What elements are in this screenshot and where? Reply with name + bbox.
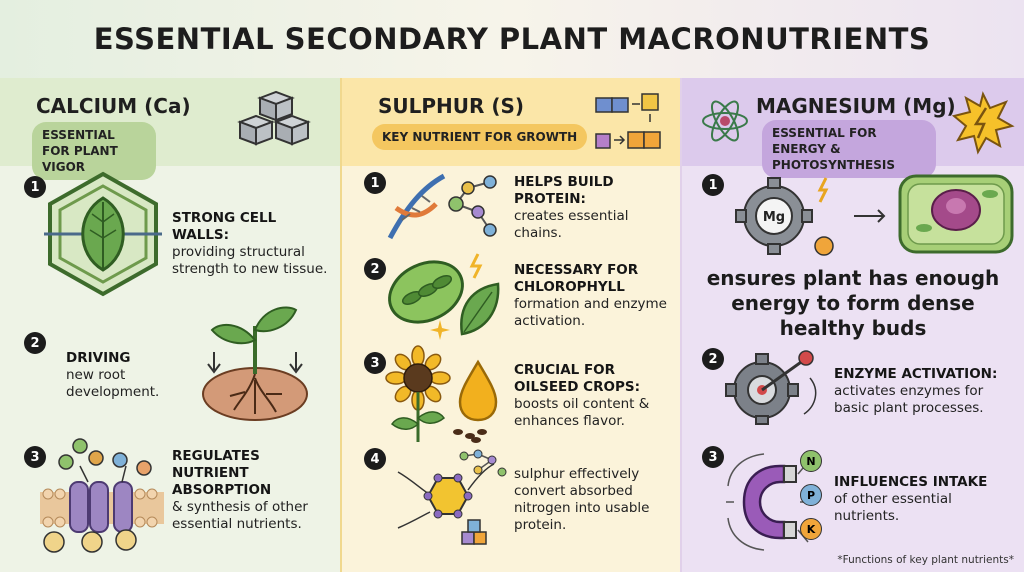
sulphur-column: SULPHUR (S) KEY NUTRIENT FOR GROWTH 1 HE… xyxy=(340,78,682,572)
footnote: *Functions of key plant nutrients* xyxy=(837,554,1014,566)
energy-burst-icon xyxy=(951,91,1015,155)
calcium-item-2-heading: DRIVING xyxy=(66,350,131,366)
sulphur-item-2-text: formation and enzyme activation. xyxy=(514,296,667,329)
magnesium-item-3: INFLUENCES INTAKE of other essential nut… xyxy=(834,474,1018,525)
magnesium-item-3-text: of other essential nutrients. xyxy=(834,491,952,524)
step-number-3: 3 xyxy=(364,352,386,374)
sulphur-item-4-text: sulphur effectively convert absorbed nit… xyxy=(514,466,650,533)
step-number-2: 2 xyxy=(702,348,724,370)
calcium-header: CALCIUM (Ca) ESSENTIAL FOR PLANT VIGOR xyxy=(0,78,340,180)
magnesium-title: MAGNESIUM (Mg) xyxy=(756,94,956,118)
calcium-column: CALCIUM (Ca) ESSENTIAL FOR PLANT VIGOR 1… xyxy=(0,78,340,572)
step-number-1: 1 xyxy=(702,174,724,196)
sulphur-tag: KEY NUTRIENT FOR GROWTH xyxy=(372,124,588,150)
magnet-nutrient-p-label: P xyxy=(806,488,816,502)
magnet-nutrient-k-label: K xyxy=(806,522,816,536)
cube-blocks-icon xyxy=(237,90,311,146)
step-number-2: 2 xyxy=(24,332,46,354)
magnesium-tag: ESSENTIAL FOR ENERGY & PHOTOSYNTHESIS xyxy=(762,120,936,178)
sulphur-item-1: HELPS BUILD PROTEIN: creates essential c… xyxy=(514,174,674,242)
magnesium-item-2: ENZYME ACTIVATION: activates enzymes for… xyxy=(834,366,1018,417)
step-number-2: 2 xyxy=(364,258,386,280)
calcium-item-3-heading: REGULATES NUTRIENT ABSORPTION xyxy=(172,448,272,498)
mg-gear-cell-icon: Mg xyxy=(735,174,1014,256)
magnesium-item-2-text: activates enzymes for basic plant proces… xyxy=(834,383,984,416)
sulphur-item-2: NECESSARY FOR CHLOROPHYLL formation and … xyxy=(514,262,674,330)
step-number-3: 3 xyxy=(702,446,724,468)
magnet-nutrient-n: N xyxy=(800,450,822,472)
calcium-item-2: DRIVING new root development. xyxy=(66,350,186,401)
sulphur-item-1-text: creates essential chains. xyxy=(514,208,629,241)
sulphur-item-4: sulphur effectively convert absorbed nit… xyxy=(514,466,674,534)
sunflower-oil-icon xyxy=(385,345,498,443)
chloroplast-leaf-icon xyxy=(388,253,500,340)
calcium-item-1-heading: STRONG CELL WALLS: xyxy=(172,210,277,243)
leaf-cell-icon xyxy=(44,171,162,297)
calcium-item-2-text: new root development. xyxy=(66,367,160,400)
calcium-item-3: REGULATES NUTRIENT ABSORPTION & synthesi… xyxy=(172,448,332,533)
step-number-1: 1 xyxy=(24,176,46,198)
step-number-1: 1 xyxy=(364,172,386,194)
mg-gear-label: Mg xyxy=(763,210,785,225)
calcium-item-1-text: providing structural strength to new tis… xyxy=(172,244,328,277)
sulphur-item-3-text: boosts oil content & enhances flavor. xyxy=(514,396,650,429)
magnet-nutrient-k: K xyxy=(800,518,822,540)
dna-protein-icon xyxy=(387,173,497,240)
magnet-nutrient-p: P xyxy=(800,484,822,506)
sulphur-item-3: CRUCIAL FOR OILSEED CROPS: boosts oil co… xyxy=(514,362,674,430)
magnesium-header: MAGNESIUM (Mg) ESSENTIAL FOR ENERGY & PH… xyxy=(682,78,1024,178)
enzyme-gear-icon xyxy=(725,350,817,425)
sulphur-item-2-heading: NECESSARY FOR CHLOROPHYLL xyxy=(514,262,639,295)
sulphur-header: SULPHUR (S) KEY NUTRIENT FOR GROWTH xyxy=(342,78,680,166)
magnesium-item-3-heading: INFLUENCES INTAKE xyxy=(834,474,988,490)
sulphur-molecule-icon xyxy=(397,449,507,545)
membrane-channel-icon xyxy=(40,438,164,553)
atom-icon xyxy=(702,100,748,142)
sulphur-item-3-heading: CRUCIAL FOR OILSEED CROPS: xyxy=(514,362,640,395)
title-banner: ESSENTIAL SECONDARY PLANT MACRONUTRIENTS xyxy=(0,0,1024,78)
sulphur-title: SULPHUR (S) xyxy=(378,94,525,118)
step-number-3: 3 xyxy=(24,446,46,468)
calcium-item-3-text: & synthesis of other essential nutrients… xyxy=(172,499,308,532)
magnesium-item-2-heading: ENZYME ACTIVATION: xyxy=(834,366,998,382)
step-number-4: 4 xyxy=(364,448,386,470)
magnesium-column: MAGNESIUM (Mg) ESSENTIAL FOR ENERGY & PH… xyxy=(682,78,1024,572)
building-blocks-icon xyxy=(595,93,661,149)
sulphur-item-1-heading: HELPS BUILD PROTEIN: xyxy=(514,174,614,207)
page-title: ESSENTIAL SECONDARY PLANT MACRONUTRIENTS xyxy=(93,22,931,56)
calcium-title: CALCIUM (Ca) xyxy=(36,94,191,118)
calcium-tag: ESSENTIAL FOR PLANT VIGOR xyxy=(32,122,156,180)
magnesium-item-1-text: ensures plant has enough energy to form … xyxy=(706,266,1000,340)
calcium-item-1: STRONG CELL WALLS: providing structural … xyxy=(172,210,332,278)
magnet-nutrient-n-label: N xyxy=(806,454,816,468)
sprout-roots-icon xyxy=(202,306,308,421)
